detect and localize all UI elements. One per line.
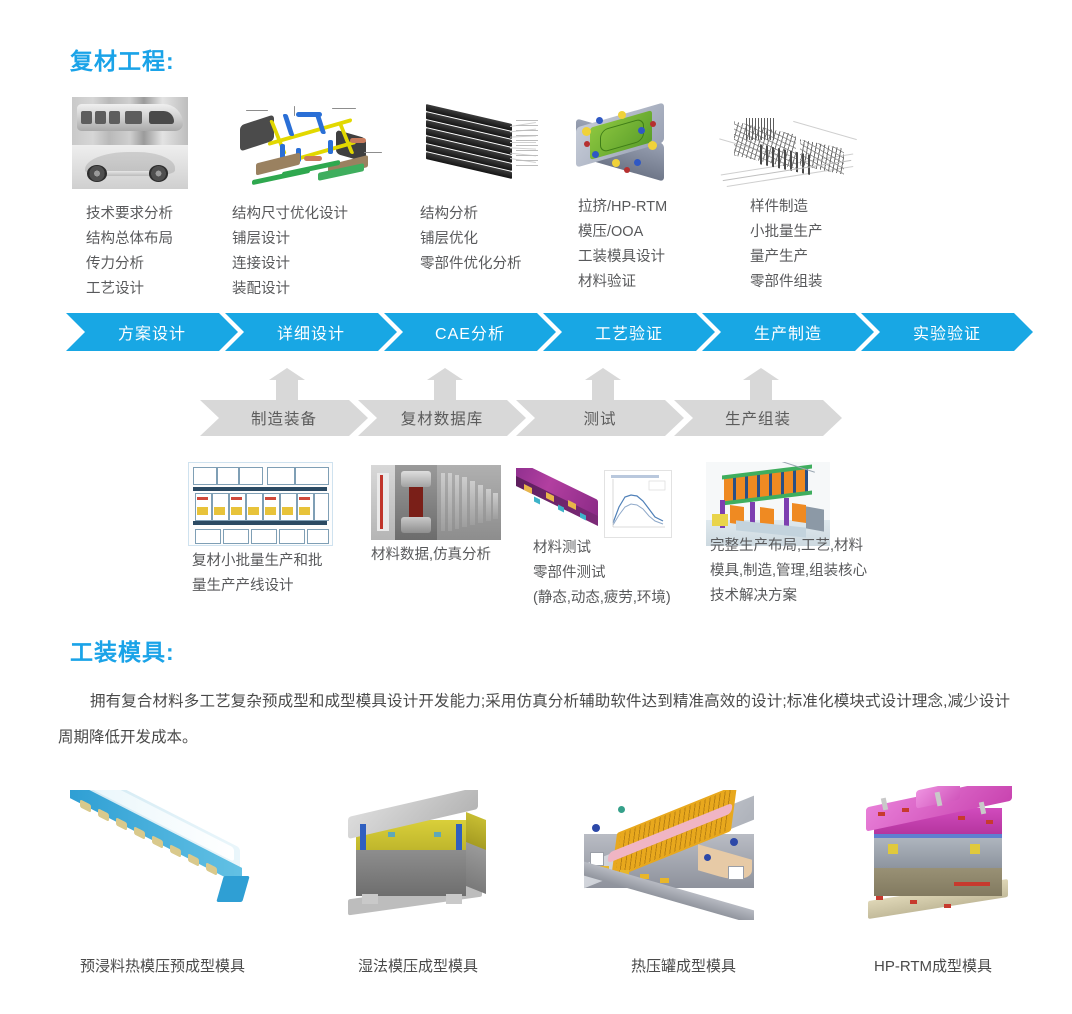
stage-label: 工艺验证 [594,326,663,343]
wet-compression-mold [338,790,496,920]
page-title-tooling-molds: 工装模具: [70,639,175,665]
up-arrow-icon-2 [427,368,463,401]
mid-caption-col-1: 复材小批量生产和批 量生产产线设计 [192,549,323,599]
caption-line: (静态,动态,疲劳,环境) [533,590,671,606]
caption-line: 材料数据,仿真分析 [371,547,492,563]
caption-line: 模具,制造,管理,组装核心 [710,563,868,579]
caption-line: 小批量生产 [750,224,823,240]
material-testing-photo [371,465,501,540]
caption-line: 材料验证 [578,274,636,290]
test-curve-chart [604,470,672,538]
caption-line: 复材小批量生产和批 [192,553,323,569]
stage-label: 详细设计 [276,326,345,343]
stage-chevron-shiyan-yanzheng[interactable]: 实验验证 [861,313,1033,351]
production-line-layout-sketch [716,100,862,188]
caption-line: 拉挤/HP-RTM [578,199,668,215]
caption-line: 量生产产线设计 [192,578,294,594]
mid-caption-col-2: 材料数据,仿真分析 [371,543,491,568]
support-chevron-fucai-shujuku[interactable]: 复材数据库 [358,400,526,436]
robotic-assembly-cell-render [706,462,830,546]
support-label: 复材数据库 [400,411,484,428]
stage-label: 方案设计 [117,326,186,343]
page-title-composite-engineering: 复材工程: [70,48,175,74]
caption-line: 零部件优化分析 [420,256,522,272]
caption-line: 模压/OOA [578,224,644,240]
caption-line: 铺层优化 [420,231,478,247]
mold-caption-1: 预浸料热模压预成型模具 [80,958,246,975]
up-arrow-icon-1 [269,368,305,401]
exploded-structure-cad-diagram [232,100,388,188]
mid-caption-col-4: 完整生产布局,工艺,材料 模具,制造,管理,组装核心 技术解决方案 [710,534,867,609]
caption-line: 装配设计 [232,281,290,297]
mid-caption-col-3: 材料测试 零部件测试 (静态,动态,疲劳,环境) [533,536,671,611]
caption-line: 技术要求分析 [86,206,173,222]
caption-line: 结构尺寸优化设计 [232,206,348,222]
caption-line: 工艺设计 [86,281,144,297]
caption-line: 完整生产布局,工艺,材料 [710,538,864,554]
support-label: 制造装备 [250,411,317,428]
caption-line: 材料测试 [533,540,591,556]
stage-label: 实验验证 [912,326,981,343]
top-caption-col-3: 结构分析 铺层优化 零部件优化分析 [420,202,522,277]
caption-line: 结构分析 [420,206,478,222]
mold-caption-3: 热压罐成型模具 [631,958,737,975]
caption-line: 结构总体布局 [86,231,173,247]
tooling-description-paragraph: 拥有复合材料多工艺复杂预成型和成型模具设计开发能力;采用仿真分析辅助软件达到精准… [58,693,1010,746]
support-label: 生产组装 [724,411,791,428]
caption-line: 技术解决方案 [710,588,797,604]
caption-line: 零部件组装 [750,274,823,290]
stage-label: 生产制造 [753,326,822,343]
top-caption-col-5: 样件制造 小批量生产 量产生产 零部件组装 [750,195,823,295]
mold-assembly-3d-model [566,97,678,189]
top-caption-col-4: 拉挤/HP-RTM 模压/OOA 工装模具设计 材料验证 [578,195,667,295]
stage-chevron-fangan-sheji[interactable]: 方案设计 [66,313,238,351]
support-chevron-zhizao-zhuangbei[interactable]: 制造装备 [200,400,368,436]
autoclave-mold [578,790,768,920]
up-arrow-icon-4 [743,368,779,401]
rail-vehicle-and-chassis-photo [72,97,188,189]
caption-line: 铺层设计 [232,231,290,247]
up-arrow-icon-3 [585,368,621,401]
stage-chevron-cae-fenxi[interactable]: CAE分析 [384,313,556,351]
hp-rtm-mold [858,786,1024,922]
fea-part-render [512,468,604,540]
caption-line: 连接设计 [232,256,290,272]
stage-label: CAE分析 [435,326,505,343]
factory-floorplan-drawing [188,462,333,546]
top-caption-col-1: 技术要求分析 结构总体布局 传力分析 工艺设计 [86,202,173,302]
caption-line: 工装模具设计 [578,249,665,265]
stage-chevron-gongyi-yanzheng[interactable]: 工艺验证 [543,313,715,351]
composite-ply-stack-diagram [412,102,540,188]
support-chevron-ceshi[interactable]: 测试 [516,400,684,436]
stage-chevron-xiangxi-sheji[interactable]: 详细设计 [225,313,397,351]
stage-chevron-shengchan-zhizao[interactable]: 生产制造 [702,313,874,351]
top-caption-col-2: 结构尺寸优化设计 铺层设计 连接设计 装配设计 [232,202,348,302]
caption-line: 量产生产 [750,249,808,265]
support-chevron-shengchan-zuzhuang[interactable]: 生产组装 [674,400,842,436]
caption-line: 零部件测试 [533,565,606,581]
mold-caption-2: 湿法模压成型模具 [358,958,479,975]
caption-line: 样件制造 [750,199,808,215]
caption-line: 传力分析 [86,256,144,272]
support-label: 测试 [583,411,617,428]
mold-caption-4: HP-RTM成型模具 [874,958,993,975]
prepreg-hot-press-preform-mold [62,790,258,926]
